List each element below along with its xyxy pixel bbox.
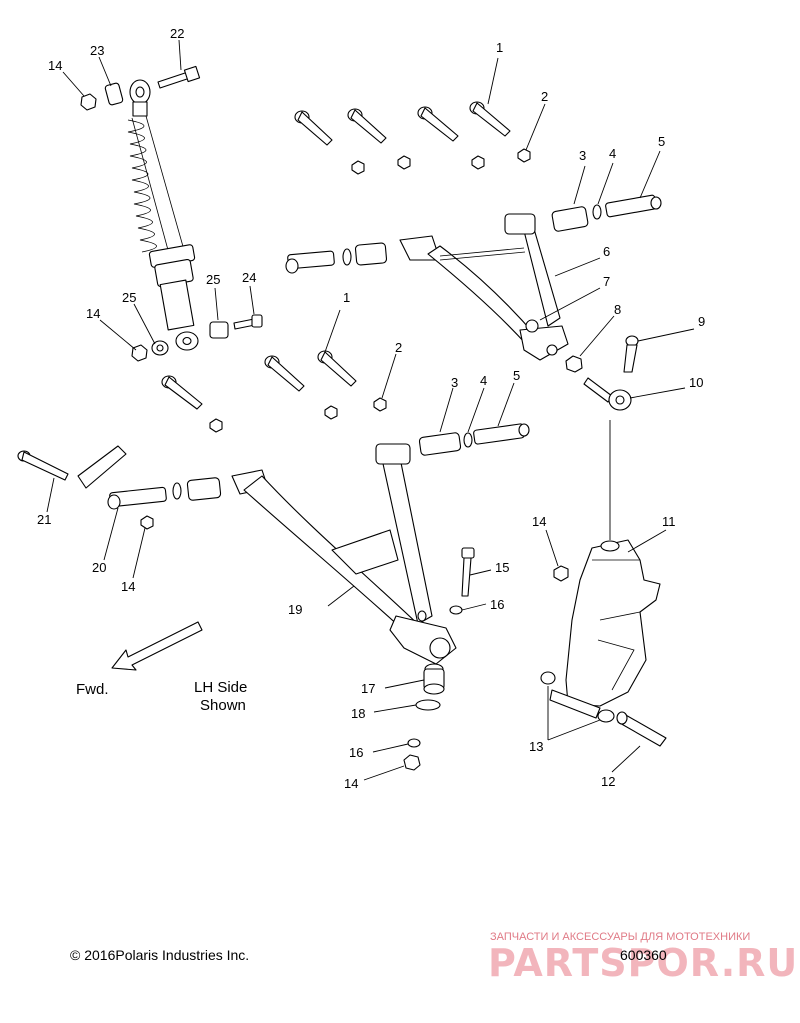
callout-14-spindle: 14 <box>532 514 546 529</box>
callout-14-shock: 14 <box>86 306 100 321</box>
callout-23: 23 <box>90 43 104 58</box>
callout-11: 11 <box>662 514 676 529</box>
callout-4: 4 <box>609 146 616 161</box>
copyright-text: © 2016Polaris Industries Inc. <box>70 947 249 963</box>
callout-7: 7 <box>603 274 610 289</box>
side-label-line1: LH Side <box>194 679 247 696</box>
callout-12: 12 <box>601 774 615 789</box>
callout-15: 15 <box>495 560 509 575</box>
callout-25-right: 25 <box>206 272 220 287</box>
callout-16-upper: 16 <box>490 597 504 612</box>
forward-label: Fwd. <box>76 681 109 698</box>
callout-22: 22 <box>170 26 184 41</box>
spindle-knuckle <box>540 539 667 747</box>
side-label-line2: Shown <box>200 697 246 714</box>
ball-joint-hardware <box>565 335 639 411</box>
watermark-brand: PARTSPOR.RU <box>488 941 798 985</box>
callout-5-mid: 5 <box>513 368 520 383</box>
callout-6: 6 <box>603 244 610 259</box>
callout-4-mid: 4 <box>480 373 487 388</box>
callout-1: 1 <box>496 40 503 55</box>
callout-13: 13 <box>529 739 543 754</box>
diagram-number: 600360 <box>620 947 667 963</box>
callout-8: 8 <box>614 302 621 317</box>
callout-21: 21 <box>37 512 51 527</box>
callout-14-bottom: 14 <box>344 776 358 791</box>
callout-24: 24 <box>242 270 256 285</box>
callout-16-lower: 16 <box>349 745 363 760</box>
watermark-tagline: ЗАПЧАСТИ И АКСЕССУАРЫ ДЛЯ МОТОТЕХНИКИ <box>490 931 750 943</box>
callout-3-mid: 3 <box>451 375 458 390</box>
callout-18: 18 <box>351 706 365 721</box>
upper-bolts <box>294 101 531 175</box>
lower-a-arm <box>17 423 530 665</box>
middle-bolts <box>161 350 387 433</box>
callout-25-left: 25 <box>122 290 136 305</box>
callout-10: 10 <box>689 375 703 390</box>
callout-2: 2 <box>541 89 548 104</box>
callout-numbers: 1 2 3 4 5 6 7 8 9 10 11 12 13 14 14 14 1… <box>37 26 705 791</box>
callout-17: 17 <box>361 681 375 696</box>
forward-arrow <box>111 621 203 671</box>
callout-14-arm: 14 <box>121 579 135 594</box>
callout-2-mid: 2 <box>395 340 402 355</box>
upper-a-arm <box>285 194 662 361</box>
lower-ball-joint-hardware <box>403 547 475 771</box>
shock-absorber <box>127 79 199 351</box>
callout-9: 9 <box>698 314 705 329</box>
callout-14-top: 14 <box>48 58 62 73</box>
callout-5: 5 <box>658 134 665 149</box>
callout-19: 19 <box>288 602 302 617</box>
callout-1-mid: 1 <box>343 290 350 305</box>
callout-3: 3 <box>579 148 586 163</box>
callout-20: 20 <box>92 560 106 575</box>
leader-lines <box>46 39 695 781</box>
shock-hardware <box>80 65 263 362</box>
